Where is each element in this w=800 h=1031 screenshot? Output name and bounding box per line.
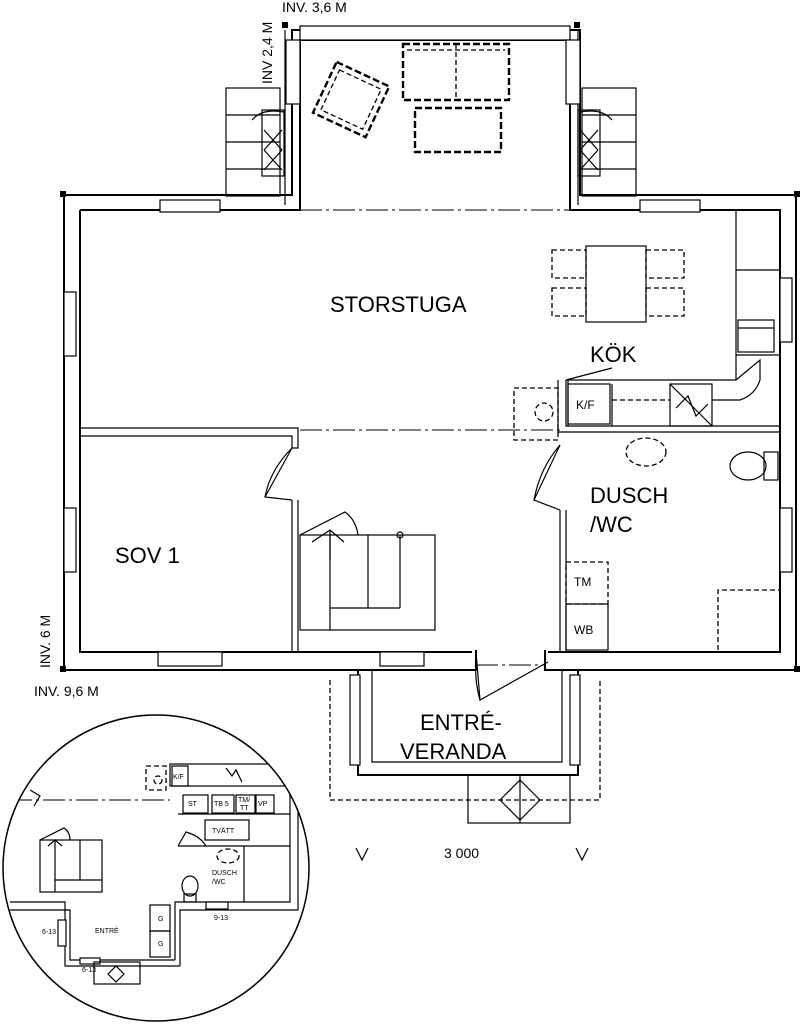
window-bottom-left (157, 651, 223, 667)
dryer-label: TM (574, 575, 591, 589)
inset-entry-label: ENTRÉ (95, 926, 119, 935)
inv-side-bottom-label: INV. 6 M (37, 615, 53, 668)
inset-st-label: ST (188, 801, 198, 808)
inset-tt-label: TT (240, 805, 249, 812)
room-label-dusch: DUSCH (590, 483, 668, 508)
inset-win-right-label: 9-13 (214, 915, 228, 922)
inset-g1-label: G (158, 916, 163, 923)
washer-label: WB (574, 623, 593, 637)
windows (63, 25, 793, 667)
inset-win-bottom-label: 6-13 (82, 967, 96, 974)
stairs-left (225, 87, 285, 197)
stairs-right (577, 87, 637, 197)
inset-fridge-label: K/F (173, 774, 184, 781)
inset-circle (2, 714, 310, 1022)
bath-fixtures (565, 437, 780, 651)
room-label-kok: KÖK (590, 342, 637, 367)
room-label-sov: SOV 1 (115, 543, 180, 568)
inv-top-label: INV. 3,6 M (282, 0, 347, 15)
kitchen-units (513, 210, 780, 441)
inset-win-left-label: 6-13 (42, 929, 56, 936)
fridge-label: K/F (576, 398, 595, 412)
window-left-upper (63, 291, 77, 357)
window-top-bay (299, 25, 571, 41)
window-left-lower (63, 507, 77, 573)
inset-laundry-label: TVÄTT (212, 827, 235, 835)
window-right-lower (779, 507, 793, 573)
dining-table (551, 245, 685, 323)
window-top-right (639, 199, 701, 213)
inv-bottom-label: INV. 9,6 M (34, 683, 99, 699)
central-stairs (299, 511, 436, 631)
inset-detail: K/F ST TB 5 TM/ TT VP TVÄTT DUSCH /WC EN… (2, 714, 310, 1022)
inset-vp-label: VP (258, 801, 268, 808)
dimension-line (355, 847, 589, 862)
dimension-label: 3 000 (444, 845, 479, 861)
room-label-entre: ENTRÉ- (420, 710, 502, 735)
room-label-storstuga: STORSTUGA (330, 292, 467, 317)
bay-furniture (311, 42, 511, 154)
inset-tb-label: TB 5 (214, 801, 229, 808)
window-right-upper (779, 277, 793, 343)
outer-walls (60, 22, 800, 672)
inset-bath-label: DUSCH (212, 870, 237, 877)
axis-lines (300, 209, 570, 666)
room-label-veranda: VERANDA (400, 739, 507, 764)
window-bay-right (565, 39, 581, 105)
window-bottom-mid (379, 651, 425, 667)
veranda (329, 670, 601, 824)
room-label-wc: /WC (590, 512, 633, 537)
inset-tm-label: TM/ (238, 797, 250, 804)
inset-wc-label: /WC (212, 879, 226, 886)
window-bay-left (285, 39, 301, 105)
inv-side-top-label: INV 2,4 M (259, 22, 275, 84)
window-top-left (159, 199, 221, 213)
inset-g2-label: G (158, 941, 163, 948)
